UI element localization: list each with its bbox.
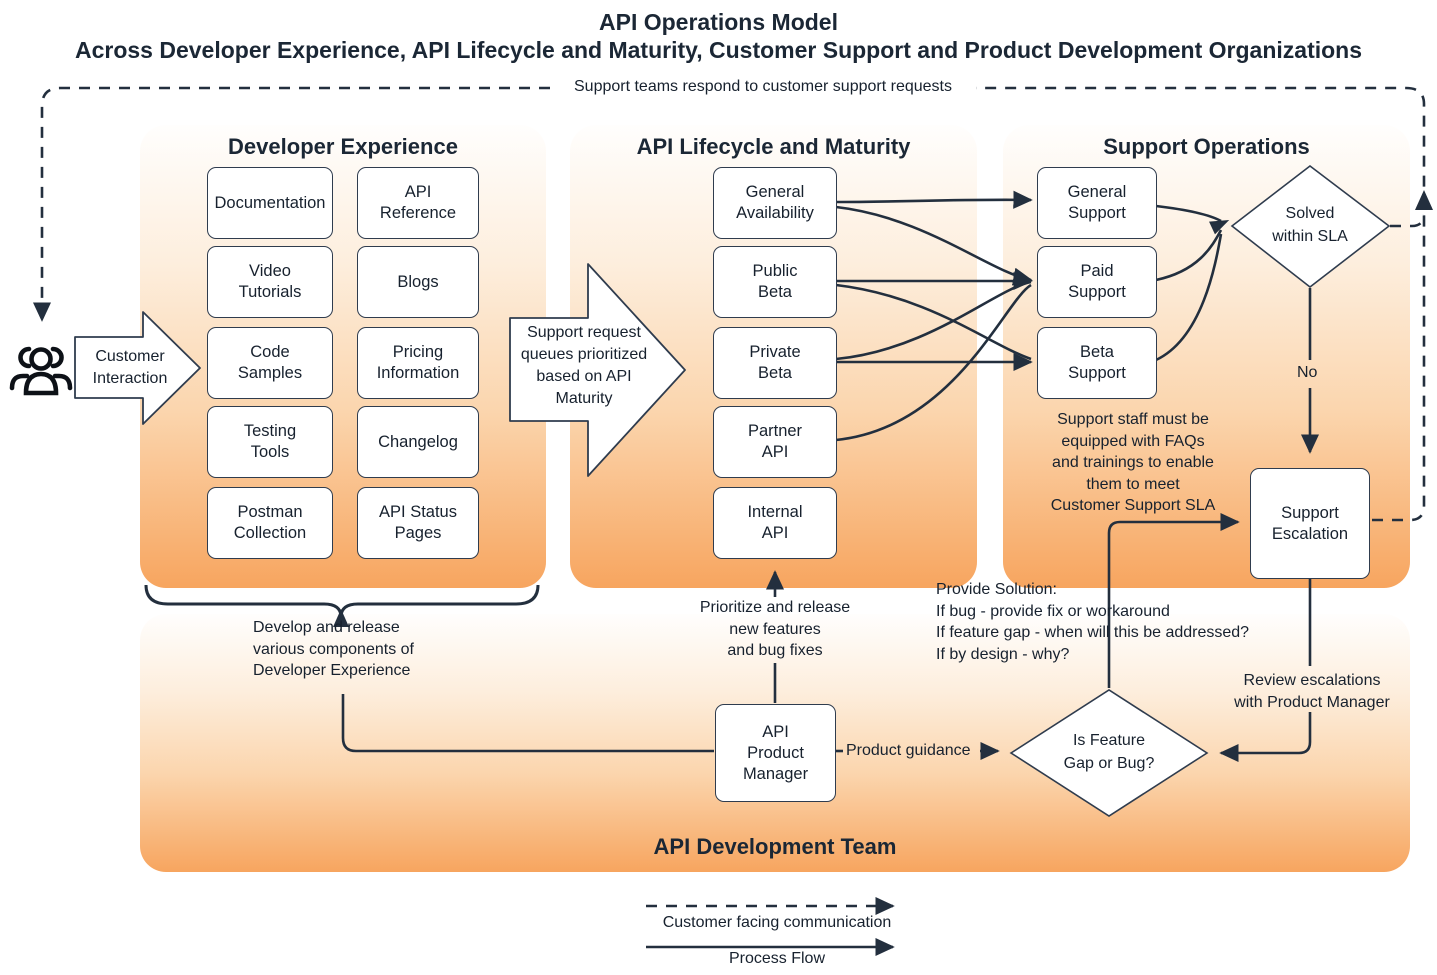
review-escalations-note: Review escalations with Product Manager (1234, 672, 1390, 711)
dev-box-pricing-info: Pricing Information (357, 327, 479, 399)
support-box-beta: Beta Support (1037, 327, 1157, 399)
beta-support-to-solved (1155, 233, 1223, 362)
feature-gap-or-bug-diamond (1009, 689, 1209, 817)
support-escalation-box: Support Escalation (1250, 468, 1370, 579)
support-staff-note: Support staff must be equipped with FAQs… (1050, 411, 1216, 514)
feature-gap-or-bug-label: Is Feature Gap or Bug? (1063, 732, 1155, 772)
customer-interaction-arrow (74, 311, 201, 425)
legend-dashed-label: Customer facing communication (662, 914, 892, 931)
customers-icon (9, 346, 73, 396)
lifecycle-box-internal-api: Internal API (713, 487, 837, 559)
solved-within-sla-label: Solved within SLA (1272, 205, 1348, 245)
pm-to-brace-path (341, 694, 714, 753)
dashed-top-left-to-customer (32, 86, 550, 322)
dev-box-testing-tools: Testing Tools (207, 406, 333, 478)
review-path-lower (1219, 712, 1312, 763)
dev-box-code-samples: Code Samples (207, 327, 333, 399)
support-request-label: Support request queues prioritized based… (520, 324, 648, 407)
developer-experience-title: Developer Experience (228, 134, 458, 159)
customer-interaction-label: Customer Interaction (92, 348, 168, 387)
provide-solution-path (1107, 512, 1240, 688)
dev-box-postman: Postman Collection (207, 487, 333, 559)
dev-box-changelog: Changelog (357, 406, 479, 478)
dev-box-api-status: API Status Pages (357, 487, 479, 559)
dev-box-video-tutorials: Video Tutorials (207, 246, 333, 318)
api-development-team-title: API Development Team (653, 834, 897, 859)
general-support-to-solved (1155, 204, 1222, 223)
lifecycle-box-partner-api: Partner API (713, 406, 837, 478)
public-beta-to-beta-support (835, 283, 1032, 361)
lifecycle-box-private-beta: Private Beta (713, 327, 837, 399)
support-box-general: General Support (1037, 167, 1157, 239)
support-request-arrow (509, 263, 686, 477)
dashed-up-arrowhead (1415, 190, 1433, 210)
legend-solid-label: Process Flow (728, 950, 826, 967)
dev-box-documentation: Documentation (207, 167, 333, 239)
support-operations-title: Support Operations (1103, 134, 1310, 159)
top-flow-label: Support teams respond to customer suppor… (552, 78, 974, 96)
solved-within-sla-diamond (1230, 164, 1391, 289)
lifecycle-box-general-availability: General Availability (713, 167, 837, 239)
dashed-escalation-to-top (976, 86, 1426, 522)
lifecycle-box-public-beta: Public Beta (713, 246, 837, 318)
support-box-paid: Paid Support (1037, 246, 1157, 318)
develop-release-note: Develop and release various components o… (253, 619, 414, 679)
page-title-line1: API Operations Model (599, 9, 838, 35)
paid-support-to-solved (1155, 229, 1223, 282)
page-title-line2: Across Developer Experience, API Lifecyc… (74, 37, 1363, 63)
ga-to-paid-support (835, 205, 1033, 286)
dev-box-api-reference: API Reference (357, 167, 479, 239)
brace-up-arrowhead (333, 609, 349, 627)
api-lifecycle-title: API Lifecycle and Maturity (636, 134, 911, 159)
dev-box-blogs: Blogs (357, 246, 479, 318)
no-label: No (1297, 364, 1318, 381)
prioritize-note: Prioritize and release new features and … (699, 599, 851, 659)
ga-to-general-support (835, 190, 1033, 209)
product-guidance-label: Product guidance (846, 742, 971, 759)
provide-solution-note: Provide Solution: If bug - provide fix o… (936, 581, 1250, 663)
private-beta-to-paid-support (835, 280, 1032, 361)
solved-arrowhead (1209, 219, 1230, 235)
api-product-manager-box: API Product Manager (715, 704, 836, 802)
partner-api-to-paid-support (835, 283, 1032, 442)
dashed-solved-to-vertical (1390, 214, 1426, 228)
